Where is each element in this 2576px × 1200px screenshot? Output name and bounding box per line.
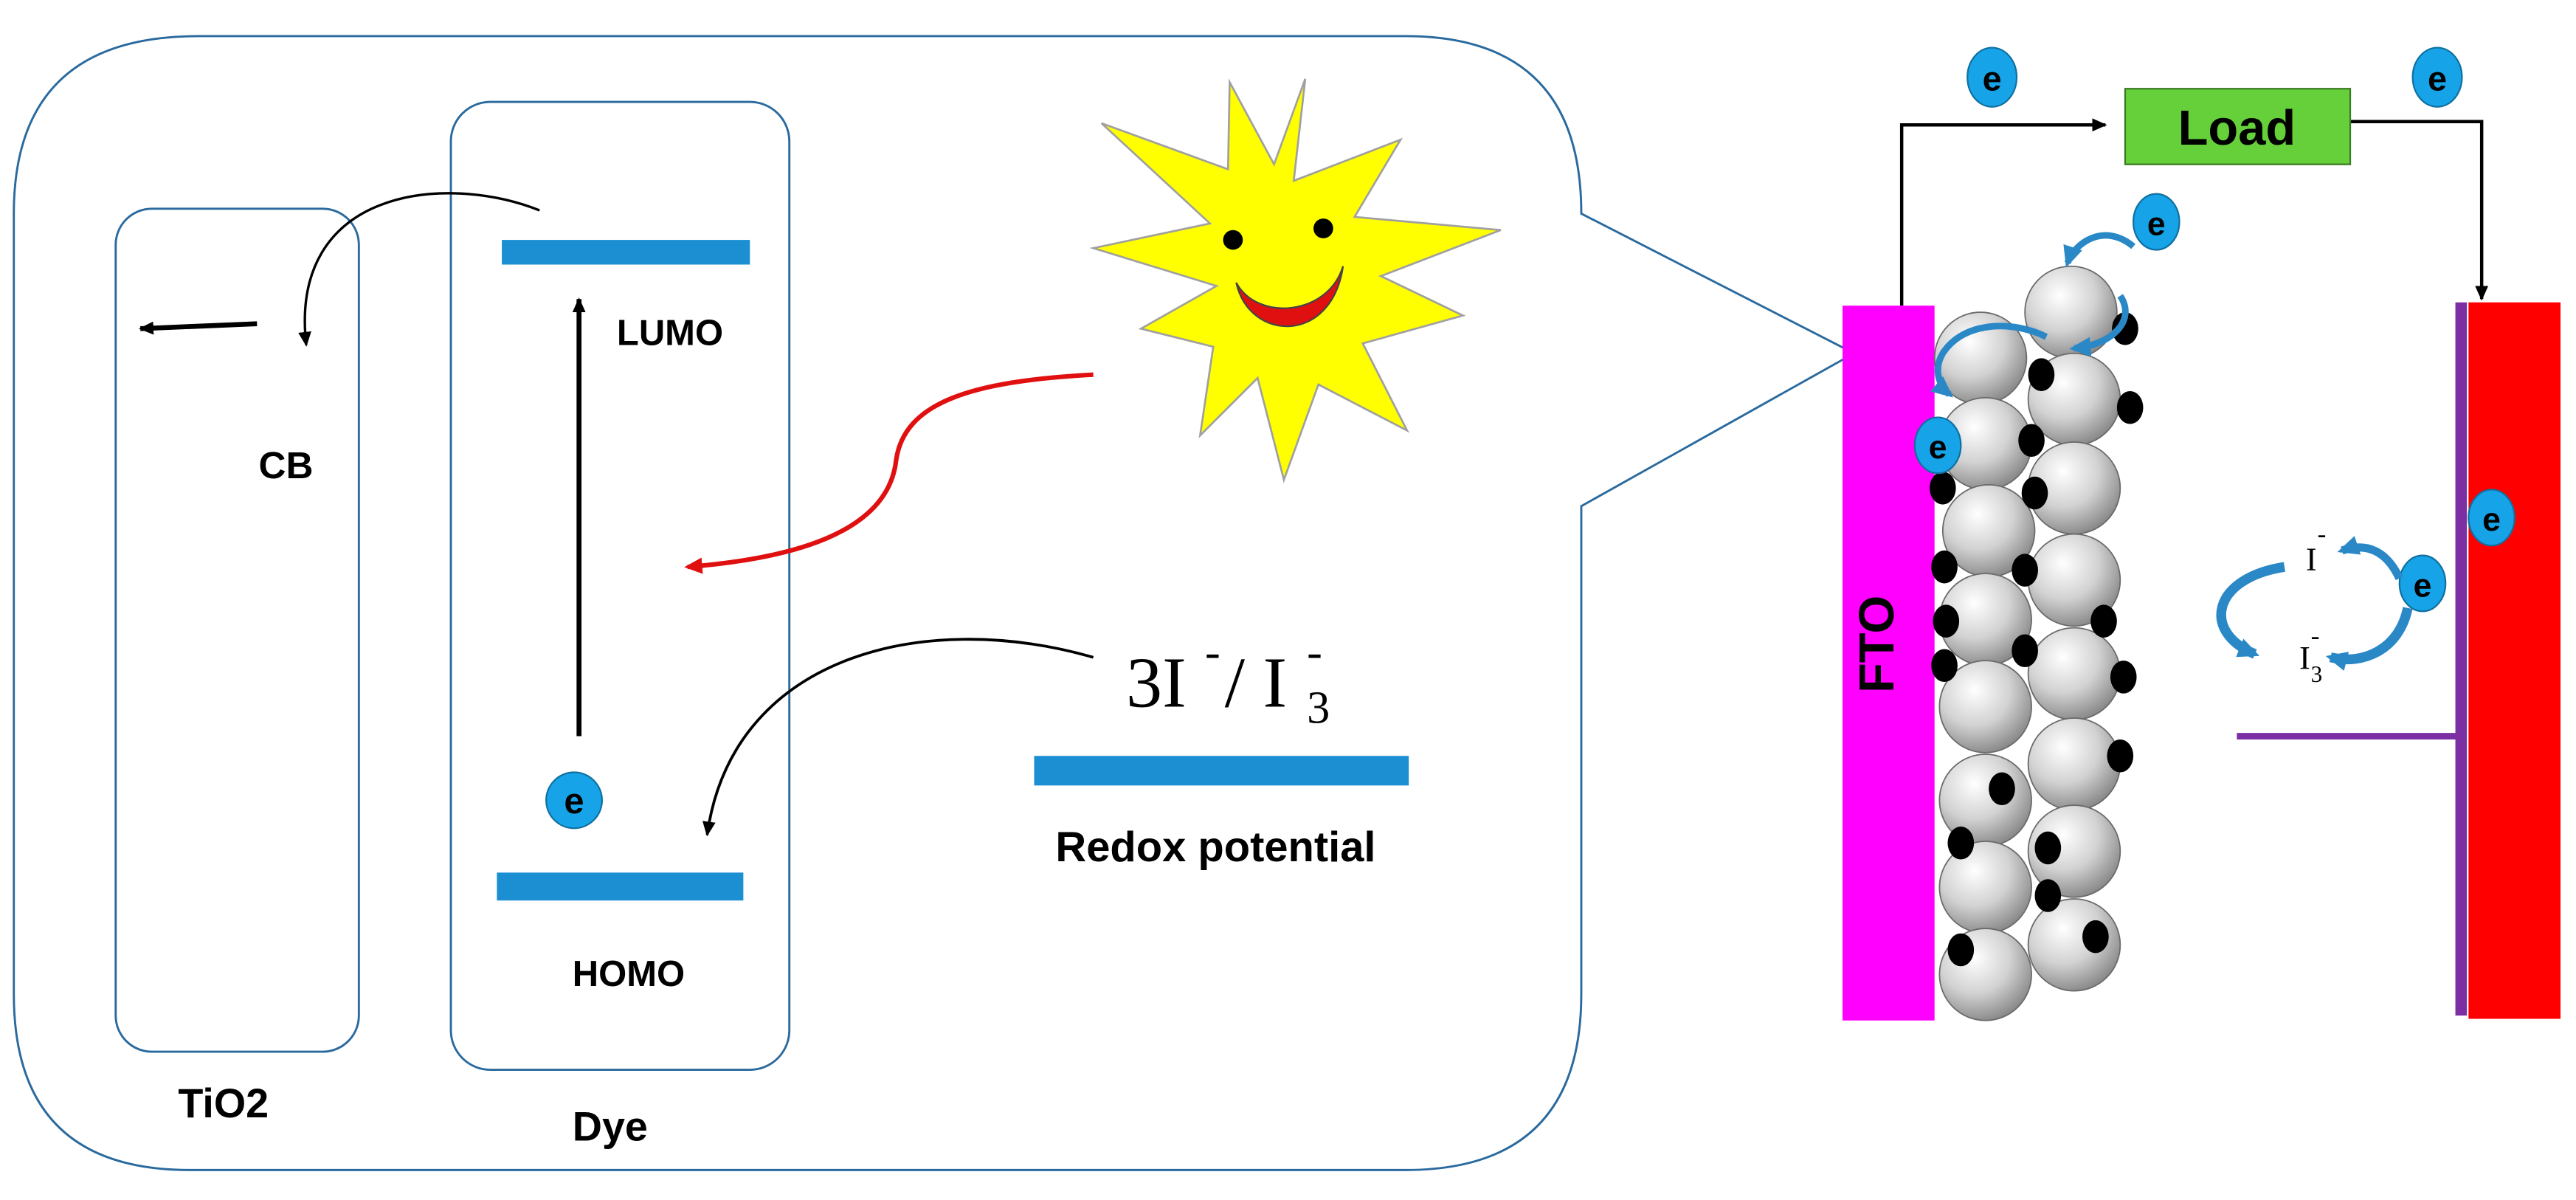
tio2-particles (1930, 265, 2144, 1021)
svg-text:e: e (1983, 59, 2002, 97)
dye-molecule (2107, 739, 2134, 773)
svg-text:/ I: / I (1225, 643, 1287, 723)
dye-molecule (1930, 472, 1956, 505)
dye-molecule (1947, 933, 1975, 967)
dye-molecule (1933, 604, 1960, 638)
lumo-label: LUMO (617, 314, 723, 354)
tio2-box (114, 207, 360, 1053)
redox-couple-label: 3I - / I 3 - (1126, 627, 1330, 734)
light-arrow (684, 372, 1094, 574)
dye-box (449, 100, 791, 1071)
electron-icon: e (1966, 46, 2018, 108)
svg-text:3: 3 (1307, 683, 1330, 734)
redox-level (1034, 756, 1409, 786)
dye-molecule (1989, 772, 2015, 806)
redox-caption: Redox potential (1055, 824, 1375, 871)
triiodide-label: I 3 - (2299, 621, 2322, 687)
tio2-nanoparticle (2027, 717, 2121, 811)
svg-text:e: e (2147, 206, 2166, 242)
homo-label: HOMO (573, 954, 685, 994)
svg-text:e: e (2428, 59, 2447, 97)
tio2-nanoparticle (2027, 804, 2121, 898)
dye-molecule (2021, 476, 2048, 510)
svg-text:FTO: FTO (1850, 596, 1905, 693)
electron-icon: e (2411, 46, 2463, 108)
redox-cycle-arrow (2216, 562, 2285, 659)
dye-molecule (2110, 661, 2137, 694)
electron-icon: e (1913, 416, 1962, 475)
electron-icon: e (545, 771, 603, 830)
dye-molecule (2112, 312, 2138, 345)
injection-swirl-arrow (2063, 232, 2135, 268)
tio2-nanoparticle (2027, 627, 2121, 721)
svg-text:-: - (2311, 621, 2320, 650)
catalyst-layer (2455, 302, 2468, 1016)
svg-text:-: - (1307, 627, 1322, 677)
homo-level (497, 872, 744, 901)
redox-cycle-arrow (2337, 536, 2403, 581)
dye-molecule (2116, 390, 2144, 424)
dye-molecule (2090, 604, 2117, 638)
electron-icon: e (2398, 554, 2447, 613)
electron-icon: e (2468, 489, 2515, 547)
dye-molecule (2012, 634, 2038, 668)
injection-arrow (298, 192, 540, 347)
injection-swirl-arrow (2069, 294, 2129, 357)
load-box: Load (2124, 88, 2352, 165)
tio2-nanoparticle (1938, 660, 2032, 754)
svg-text:-: - (1205, 627, 1220, 677)
counter-electrode (2468, 302, 2561, 1019)
dye-molecule (1931, 550, 1958, 584)
redox-cycle-arrow (2325, 607, 2413, 672)
dye-label: Dye (573, 1103, 648, 1149)
callout-bubble (13, 35, 1857, 1171)
tio2-nanoparticle (2024, 265, 2118, 359)
svg-text:Load: Load (2178, 101, 2296, 156)
tio2-label: TiO2 (178, 1080, 269, 1126)
electron-icon: e (2132, 193, 2180, 251)
svg-text:3I: 3I (1126, 643, 1187, 723)
dye-molecule (2018, 424, 2045, 458)
circuit-wire-right (2350, 120, 2489, 301)
svg-text:e: e (2414, 568, 2432, 604)
fto-electrode: FTO (1842, 306, 1935, 1021)
svg-text:3: 3 (2311, 661, 2323, 687)
lumo-level (502, 240, 750, 265)
dye-molecule (2012, 554, 2038, 587)
dye-molecule (2082, 920, 2109, 954)
tio2-transport-arrow (138, 321, 258, 335)
dye-molecule (2034, 831, 2062, 865)
svg-text:e: e (2482, 502, 2501, 538)
svg-text:e: e (1929, 430, 1947, 466)
svg-text:I: I (2299, 639, 2310, 676)
dye-molecule (1947, 827, 1975, 860)
dye-molecule (2028, 358, 2055, 391)
iodide-label: I - (2306, 519, 2326, 578)
injection-swirl-arrow (1930, 323, 2048, 398)
regeneration-arrow (702, 638, 1094, 837)
sun-icon (1089, 78, 1502, 483)
cb-label: CB (259, 444, 314, 486)
dye-molecule (2034, 879, 2062, 912)
svg-text:e: e (564, 782, 584, 821)
dye-molecule (1931, 649, 1958, 683)
svg-text:-: - (2317, 519, 2326, 548)
circuit-wire-left (1899, 118, 2107, 306)
svg-text:I: I (2306, 541, 2317, 578)
